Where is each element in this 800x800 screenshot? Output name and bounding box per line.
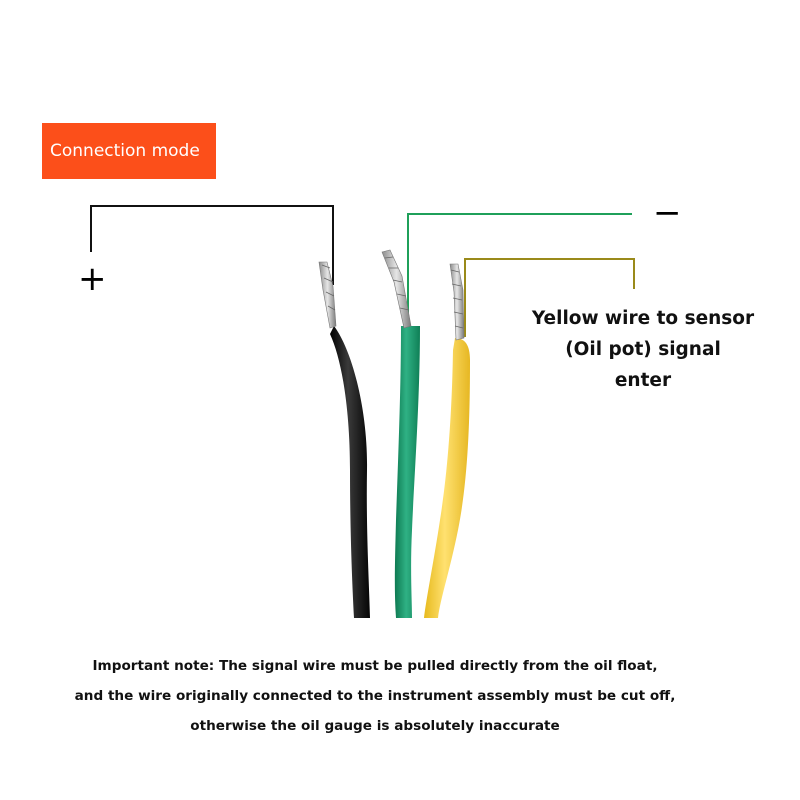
positive-terminal-label: +: [78, 259, 107, 299]
note-line-1: Important note: The signal wire must be …: [92, 658, 658, 674]
connection-mode-title: Connection mode: [50, 141, 200, 161]
sensor-label-line-1: Yellow wire to sensor: [531, 308, 755, 329]
yellow-wire: [424, 263, 470, 618]
black-wire-strands: [318, 261, 337, 329]
black-wire: [318, 261, 370, 618]
negative-lead-line: [407, 213, 632, 326]
negative-terminal-label: −: [653, 193, 682, 233]
green-wire-strands: [381, 249, 412, 329]
yellow-wire-strands: [449, 263, 465, 341]
sensor-label: Yellow wire to sensor (Oil pot) signal e…: [528, 303, 758, 396]
important-note: Important note: The signal wire must be …: [0, 651, 750, 741]
sensor-label-line-2: (Oil pot) signal: [565, 339, 721, 360]
positive-lead-line: [90, 205, 334, 285]
note-line-2: and the wire originally connected to the…: [74, 688, 676, 704]
signal-lead-line: [464, 258, 635, 337]
connection-mode-header: Connection mode: [42, 123, 216, 179]
green-wire: [381, 249, 420, 618]
note-line-3: otherwise the oil gauge is absolutely in…: [190, 718, 560, 734]
sensor-label-line-3: enter: [614, 370, 672, 391]
